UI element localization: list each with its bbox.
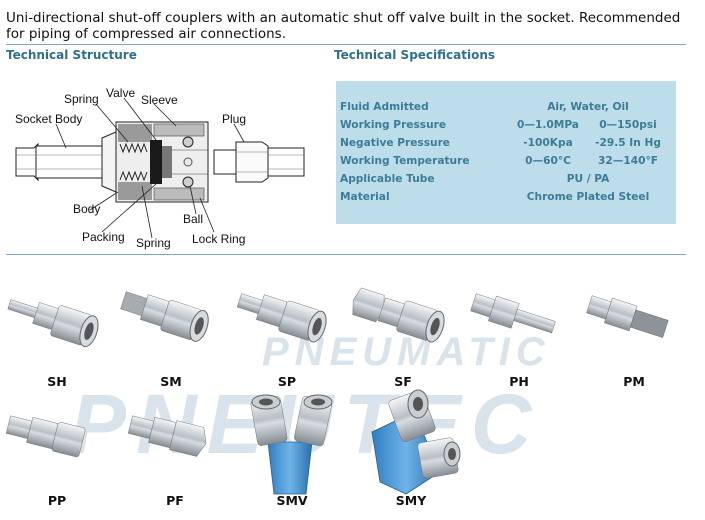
spec-value: 0—60°C — [525, 155, 571, 167]
intro-text: Uni-directional shut-off couplers with a… — [6, 10, 696, 42]
spec-value-alt: 32—140°F — [598, 155, 658, 167]
product-sh-image — [7, 299, 99, 348]
spec-value: PU / PA — [566, 173, 610, 185]
spec-row: Fluid Admitted Air, Water, Oil — [336, 101, 676, 119]
label-plug: Plug — [222, 112, 247, 126]
spec-value-alt: -29.5 In Hg — [595, 137, 661, 149]
product-label-sf: SF — [394, 374, 412, 389]
spec-label: Working Pressure — [340, 119, 447, 131]
product-pf-image — [127, 415, 207, 457]
label-ball: Ball — [183, 212, 204, 226]
product-images — [5, 287, 669, 495]
spec-label: Applicable Tube — [340, 173, 435, 185]
label-valve: Valve — [106, 86, 136, 100]
spec-label: Fluid Admitted — [340, 101, 429, 113]
technical-specifications-heading: Technical Specifications — [334, 48, 496, 62]
product-sm-image — [120, 291, 209, 342]
product-label-sp: SP — [277, 374, 297, 389]
product-smv-image — [250, 394, 333, 495]
label-socket-body: Socket Body — [15, 112, 83, 126]
product-pm-image — [586, 295, 669, 338]
product-label-pm: PM — [623, 374, 645, 389]
socket-body-shape — [101, 121, 209, 203]
product-label-smy: SMY — [395, 493, 427, 508]
spec-row: Working Temperature 0—60°C 32—140°F — [336, 155, 676, 173]
label-spring-top: Spring — [64, 92, 99, 106]
mid-divider — [6, 254, 686, 255]
product-ph-image — [470, 293, 556, 334]
spec-value: 0—1.0MPa — [517, 119, 579, 131]
label-spring-bottom: Spring — [136, 236, 171, 250]
top-divider — [6, 44, 686, 45]
spec-row: Material Chrome Plated Steel — [336, 191, 676, 209]
spec-value: Air, Water, Oil — [547, 101, 629, 113]
product-sf-image — [352, 287, 445, 343]
plug-shape — [213, 141, 305, 183]
label-sleeve: Sleeve — [141, 93, 178, 107]
label-body: Body — [73, 202, 101, 216]
spec-value-alt: 0—150psi — [599, 119, 657, 131]
product-label-pp: PP — [47, 493, 67, 508]
spec-label: Material — [340, 191, 390, 203]
coupler-structure-diagram — [15, 97, 305, 239]
intro-line-2: for piping of compressed air connections… — [6, 26, 286, 42]
label-lock-ring: Lock Ring — [192, 232, 246, 246]
product-label-sm: SM — [160, 374, 182, 389]
spec-value: -100Kpa — [523, 137, 573, 149]
label-packing: Packing — [82, 230, 125, 244]
spec-row: Applicable Tube PU / PA — [336, 173, 676, 191]
specifications-table: Fluid Admitted Air, Water, Oil Working P… — [336, 81, 676, 224]
socket-barb — [15, 142, 103, 182]
product-sp-image — [236, 293, 327, 343]
intro-line-1: Uni-directional shut-off couplers with a… — [6, 10, 681, 26]
spec-label: Negative Pressure — [340, 137, 450, 149]
technical-structure-heading: Technical Structure — [6, 48, 137, 62]
leader-lines — [55, 97, 245, 239]
product-label-smv: SMV — [276, 493, 308, 508]
product-label-sh: SH — [47, 374, 67, 389]
spec-row: Negative Pressure -100Kpa -29.5 In Hg — [336, 137, 676, 155]
spec-value: Chrome Plated Steel — [526, 191, 650, 203]
product-pp-image — [5, 415, 86, 458]
product-label-pf: PF — [166, 493, 184, 508]
spec-label: Working Temperature — [340, 155, 470, 167]
product-smy-image — [371, 389, 461, 495]
spec-row: Working Pressure 0—1.0MPa 0—150psi — [336, 119, 676, 137]
product-label-ph: PH — [509, 374, 529, 389]
